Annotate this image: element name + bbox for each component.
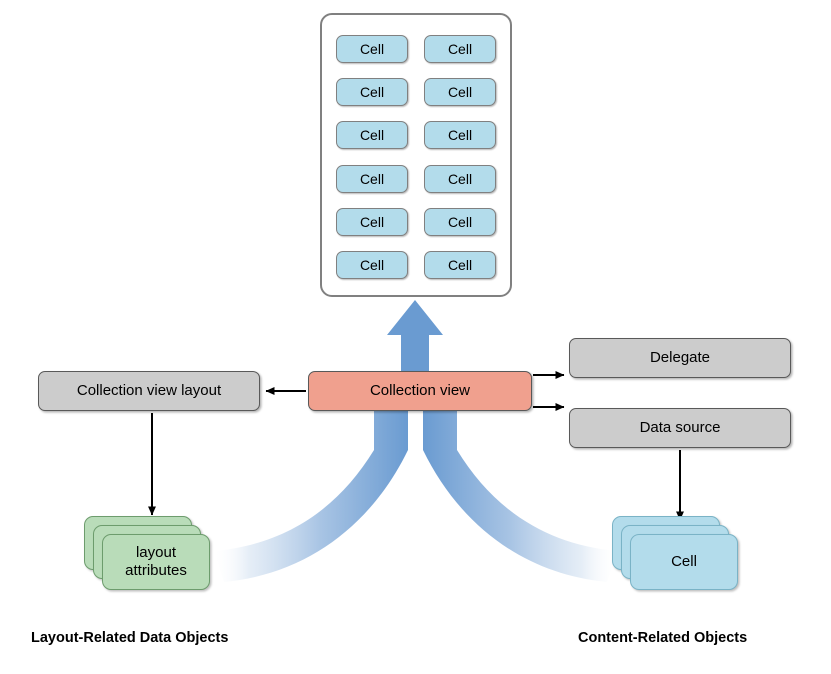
grid-cell[interactable]: Cell xyxy=(336,164,408,193)
stack-cell: Cell xyxy=(612,516,746,590)
grid-cell[interactable]: Cell xyxy=(424,207,496,236)
node-collection-view[interactable]: Collection view xyxy=(308,371,532,411)
caption-content-related-objects: Content-Related Objects xyxy=(578,630,748,646)
grid-cell[interactable]: Cell xyxy=(424,250,496,279)
stack-layout-attributes: layout attributes xyxy=(84,516,218,590)
node-delegate[interactable]: Delegate xyxy=(569,338,791,378)
cell-grid: Cell Cell Cell Cell Cell Cell Cell Cell … xyxy=(336,35,496,279)
caption-layout-related-data-objects: Layout-Related Data Objects xyxy=(31,630,229,646)
stack-card-front[interactable]: Cell xyxy=(630,534,738,590)
grid-cell[interactable]: Cell xyxy=(424,121,496,150)
node-collection-view-layout[interactable]: Collection view layout xyxy=(38,371,260,411)
grid-cell[interactable]: Cell xyxy=(424,78,496,107)
grid-cell[interactable]: Cell xyxy=(424,164,496,193)
grid-cell[interactable]: Cell xyxy=(424,35,496,63)
grid-cell[interactable]: Cell xyxy=(336,78,408,107)
arrow-up-render xyxy=(387,300,443,371)
stack-card-front[interactable]: layout attributes xyxy=(102,534,210,590)
ribbon-layout-to-collection-view xyxy=(214,411,408,582)
grid-cell[interactable]: Cell xyxy=(336,35,408,63)
grid-cell[interactable]: Cell xyxy=(336,207,408,236)
node-data-source[interactable]: Data source xyxy=(569,408,791,448)
grid-cell[interactable]: Cell xyxy=(336,121,408,150)
ribbon-cells-to-collection-view xyxy=(423,411,617,582)
grid-cell[interactable]: Cell xyxy=(336,250,408,279)
